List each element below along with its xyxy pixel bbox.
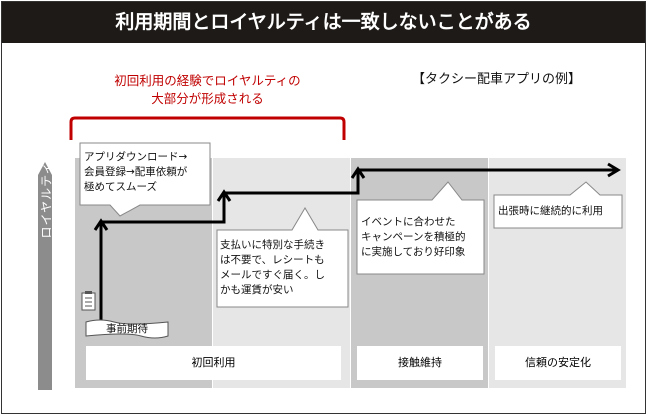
callout-line: 支払いに特別な手続き (220, 239, 325, 251)
clipboard-icon (81, 291, 96, 311)
callout-4-shape (493, 181, 623, 229)
callout-1-text: アプリダウンロード→ 会員登録→配車依頼が 極めてスムーズ (84, 150, 187, 195)
highlight-text: 初回利用の経験でロイヤルティの 大部分が形成される (80, 72, 335, 108)
slide-title: 利用期間とロイヤルティは一致しないことがある (1, 1, 646, 43)
callout-line: イベントに合わせた (361, 216, 456, 228)
callout-line: 会員登録→配車依頼が (84, 166, 188, 178)
example-label: 【タクシー配車アプリの例】 (412, 72, 582, 87)
loyalty-axis-arrow (38, 162, 52, 390)
highlight-bracket (69, 116, 346, 140)
callout-line: アプリダウンロード→ (84, 151, 188, 163)
start-label: 事前期待 (106, 323, 148, 335)
step-arrowhead-3 (350, 166, 366, 179)
phase-label-first-use: 初回利用 (86, 346, 341, 380)
callout-line: かも運賃が安い (220, 284, 294, 296)
callout-1-shape (79, 142, 211, 217)
callout-2-text: 支払いに特別な手続き は不要で、レシートも メールですぐ届く。し かも運賃が安い (220, 238, 325, 298)
step-arrowhead-2 (216, 189, 232, 202)
callout-line: キャンペーンを積極的 (361, 231, 466, 243)
step-arrowhead-1 (93, 218, 109, 231)
phase-label-engagement: 接触維持 (357, 346, 483, 380)
callout-line: に実施しており好印象 (361, 246, 466, 258)
callout-2-shape (216, 207, 349, 308)
callout-3-shape (356, 181, 485, 275)
highlight-line-1: 初回利用の経験でロイヤルティの (114, 73, 301, 88)
callout-line: 出張時に継続的に利用 (498, 205, 603, 217)
callout-4-text: 出張時に継続的に利用 (498, 204, 603, 219)
callout-line: は不要で、レシートも (220, 254, 325, 266)
callout-line: メールですぐ届く。し (220, 269, 325, 281)
phase-label-trust: 信頼の安定化 (495, 346, 621, 380)
highlight-line-2: 大部分が形成される (151, 91, 264, 106)
callout-line: 極めてスムーズ (84, 181, 157, 193)
step-arrowhead-end (607, 162, 621, 178)
callout-3-text: イベントに合わせた キャンペーンを積極的 に実施しており好印象 (361, 215, 465, 260)
start-label-banner (85, 319, 169, 339)
